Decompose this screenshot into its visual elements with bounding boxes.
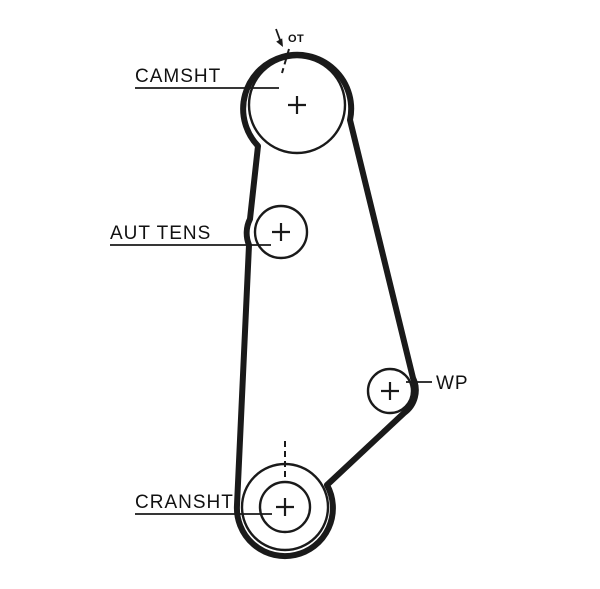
tensioner-label: AUT TENS [110, 223, 211, 244]
camshaft-center-mark [288, 96, 306, 114]
camshaft-label: CAMSHT [135, 66, 221, 87]
water-pump-center-mark [381, 382, 399, 400]
ot-arrowhead-icon [276, 38, 283, 47]
camshaft-timing-mark-icon [281, 48, 290, 74]
tensioner-center-mark [272, 223, 290, 241]
water-pump-label: WP [436, 373, 469, 394]
crankshaft-center-mark [276, 498, 294, 516]
crankshaft-label: CRANSHT [135, 492, 234, 513]
ot-arrow-line [275, 28, 281, 41]
timing-belt [233, 51, 419, 560]
ot-timing-label: OT [288, 33, 304, 45]
